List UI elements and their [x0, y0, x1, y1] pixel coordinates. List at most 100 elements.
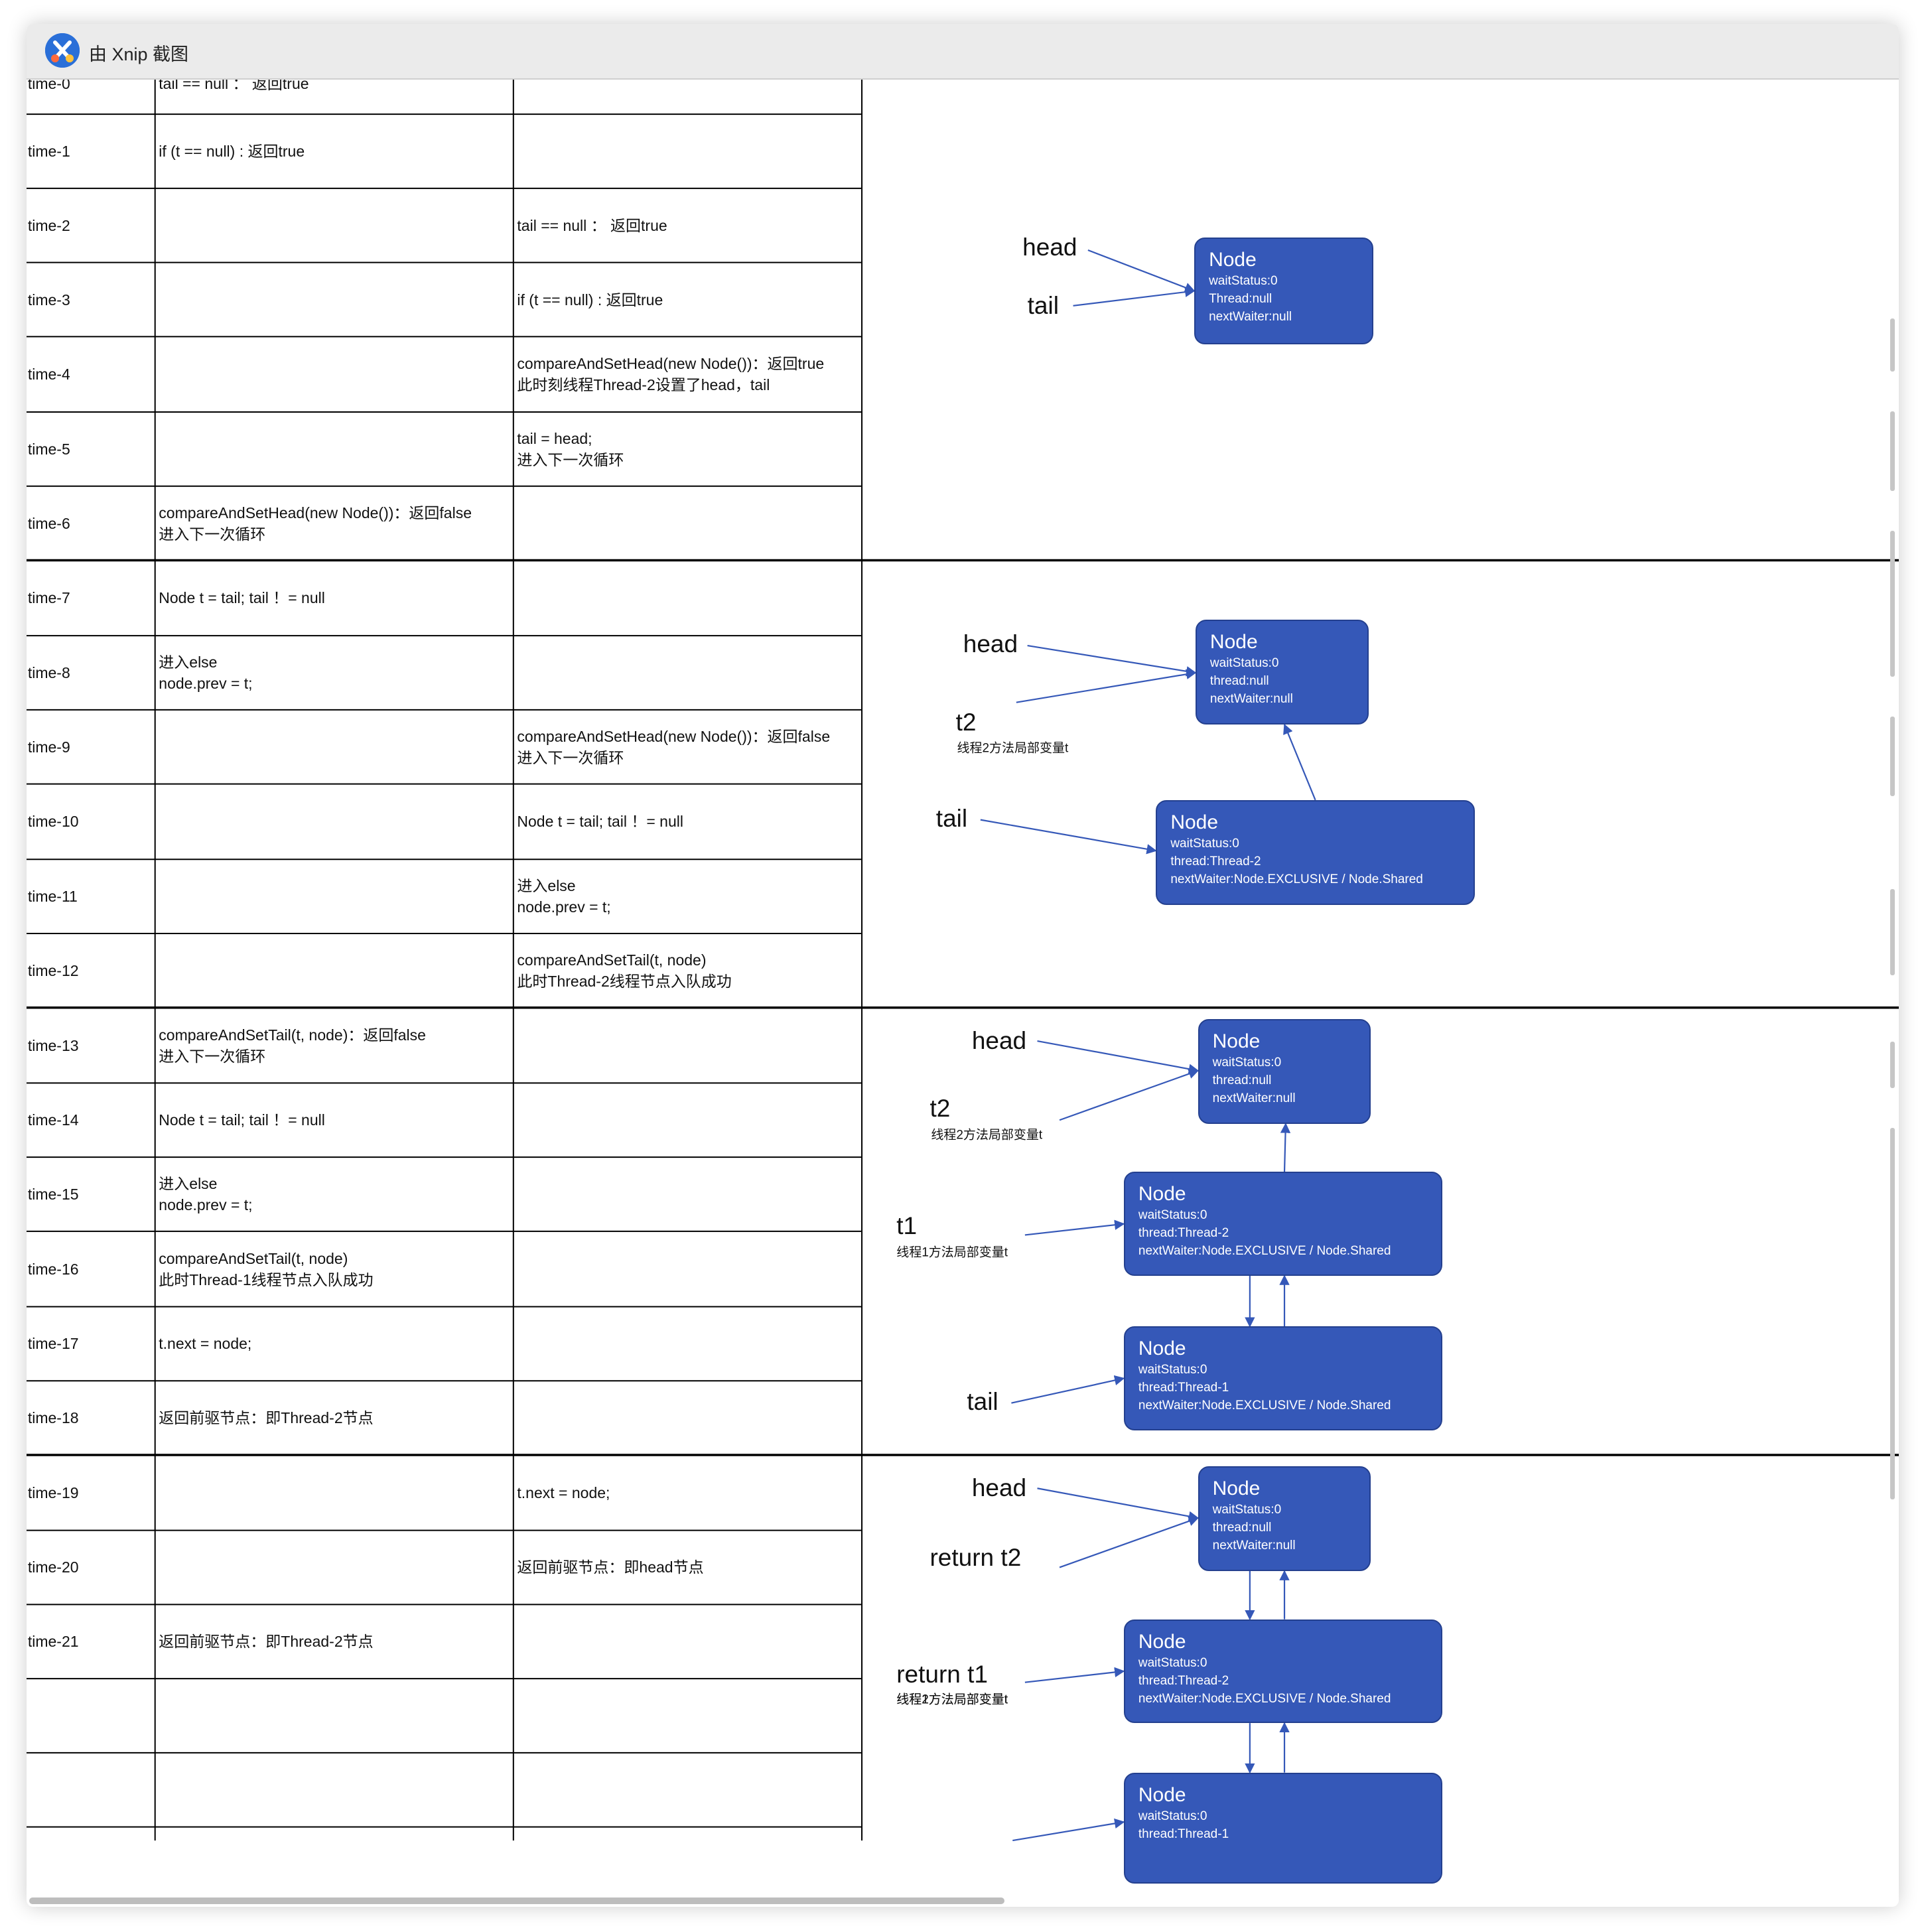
pointer-label: t1 — [896, 1212, 918, 1240]
node-title: Node — [1209, 249, 1257, 271]
vertical-scrollbar-segment[interactable] — [1890, 889, 1895, 975]
screenshot-window: 由 Xnip 截图 时间线程Threnad-1Threnad-2time-0ta… — [27, 24, 1899, 1907]
table-cell-thread-2: compareAndSetHead(new Node())：返回false 进入… — [517, 727, 831, 766]
node-field: thread:Thread-2 — [1138, 1673, 1229, 1688]
node-title: Node — [1212, 1030, 1261, 1052]
horizontal-scrollbar[interactable] — [29, 1898, 1004, 1904]
table-row-time: time-0 — [27, 80, 70, 92]
table-row-time: time-12 — [27, 961, 79, 979]
pointer-label: head — [963, 630, 1018, 658]
pointer-arrow — [1012, 1818, 1125, 1842]
node-field: waitStatus:0 — [1212, 1502, 1282, 1517]
table-cell-thread-2: 进入else node.prev = t; — [517, 877, 611, 916]
table-cell-thread-1: compareAndSetTail(t, node)：返回false 进入下一次… — [159, 1026, 426, 1065]
table-row-time: time-3 — [27, 291, 70, 309]
table-cell-thread-1: 进入else node.prev = t; — [159, 654, 253, 692]
table-cell-thread-1: 返回前驱节点：即Thread-2节点 — [159, 1633, 374, 1651]
vertical-scrollbar-segment[interactable] — [1890, 1042, 1895, 1088]
node-field: thread:null — [1209, 673, 1269, 688]
xnip-logo-icon — [45, 33, 80, 68]
pointer-sublabel: 线程1方法局部变量t — [896, 1245, 1008, 1260]
pointer-sublabel: 线程1方法局部变量t — [896, 1692, 1008, 1707]
table-cell-thread-2: if (t == null) : 返回true — [517, 291, 663, 309]
vertical-scrollbar-segment[interactable] — [1890, 717, 1895, 796]
queue-diagram-arrows — [980, 249, 1316, 1842]
table-cell-thread-1: 进入else node.prev = t; — [159, 1174, 253, 1213]
vertical-scrollbar[interactable] — [1890, 318, 1895, 372]
table-cell-thread-1: if (t == null) : 返回true — [159, 143, 305, 161]
table-row-time: time-20 — [27, 1558, 79, 1576]
title-bar: 由 Xnip 截图 — [27, 24, 1899, 80]
pointer-label: head — [971, 1474, 1027, 1502]
node-field: waitStatus:0 — [1138, 1208, 1207, 1223]
table-row-time: time-14 — [27, 1111, 79, 1129]
table-cell-thread-1: 返回前驱节点：即Thread-2节点 — [159, 1409, 374, 1427]
node-field: thread:Thread-1 — [1138, 1827, 1229, 1841]
table-cell-thread-2: Node t = tail; tail ！= null — [517, 813, 683, 831]
table-cell-thread-1: Node t = tail; tail ！= null — [159, 1111, 325, 1129]
node-field: waitStatus:0 — [1138, 1363, 1207, 1377]
table-row-time: time-18 — [27, 1409, 79, 1427]
table-row-time: time-2 — [27, 216, 70, 234]
table-cell-thread-2: 返回前驱节点：即head节点 — [517, 1558, 704, 1576]
pointer-arrow — [1283, 723, 1316, 801]
pointer-arrow — [1011, 1375, 1125, 1404]
node-field: thread:Thread-2 — [1170, 854, 1261, 868]
node-field: nextWaiter:null — [1209, 310, 1292, 324]
node-title: Node — [1170, 811, 1219, 833]
pointer-sublabel: 线程2方法局部变量t — [896, 1692, 1008, 1707]
pointer-arrow — [1024, 1667, 1125, 1683]
node-title: Node — [1138, 1183, 1186, 1206]
node-field: thread:null — [1212, 1520, 1272, 1535]
node-field: thread:null — [1212, 1073, 1272, 1087]
pointer-arrow — [1016, 669, 1197, 703]
node-field: nextWaiter:null — [1209, 691, 1293, 706]
table-row-time: time-8 — [27, 664, 70, 681]
vertical-scrollbar-segment[interactable] — [1890, 1128, 1895, 1499]
node-field: nextWaiter:Node.EXCLUSIVE / Node.Shared — [1138, 1399, 1391, 1413]
node-title: Node — [1138, 1783, 1186, 1806]
pointer-label: tail — [935, 804, 968, 832]
table-cell-thread-1: t.next = node; — [159, 1335, 252, 1353]
pointer-arrow — [1027, 644, 1197, 677]
pointer-arrow — [1059, 1516, 1200, 1568]
node-field: nextWaiter:Node.EXCLUSIVE / Node.Shared — [1170, 872, 1423, 886]
node-field: Thread:null — [1209, 292, 1272, 307]
table-row-time: time-10 — [27, 813, 79, 831]
table-row-time: time-6 — [27, 514, 70, 532]
pointer-sublabel: 线程2方法局部变量t — [957, 741, 1069, 756]
pointer-label: head — [971, 1027, 1027, 1055]
pointer-arrow — [1087, 249, 1196, 293]
pointer-label: t2 — [955, 708, 977, 736]
pointer-arrow — [1024, 1219, 1125, 1236]
table-row-time: time-19 — [27, 1484, 79, 1501]
vertical-scrollbar-segment[interactable] — [1890, 531, 1895, 677]
pointer-arrow — [1059, 1069, 1200, 1121]
table-cell-thread-2: compareAndSetTail(t, node) 此时Thread-2线程节… — [517, 951, 732, 990]
node-field: nextWaiter:null — [1212, 1538, 1296, 1552]
node-field: waitStatus:0 — [1209, 656, 1279, 670]
node-title: Node — [1138, 1338, 1186, 1360]
table-cell-thread-1: compareAndSetTail(t, node) 此时Thread-1线程节… — [159, 1249, 374, 1288]
pointer-arrow — [1037, 1487, 1200, 1522]
table-cell-thread-2: tail == null ： 返回true — [517, 216, 667, 234]
vertical-scrollbar-segment[interactable] — [1890, 411, 1895, 491]
table-row-time: time-1 — [27, 143, 70, 161]
pointer-label: tail — [967, 1387, 998, 1415]
pointer-arrow — [1280, 1123, 1291, 1172]
table-row-time: time-13 — [27, 1036, 79, 1054]
pointer-arrow — [980, 819, 1157, 855]
node-title: Node — [1212, 1477, 1261, 1499]
pointer-label: return t1 — [896, 1661, 988, 1689]
pointer-label: return t2 — [929, 1543, 1022, 1571]
pointer-arrow — [1037, 1040, 1200, 1074]
window-title: 由 Xnip 截图 — [89, 44, 189, 64]
pointer-label: tail — [1027, 291, 1059, 319]
timeline-table-grid — [27, 80, 1899, 1841]
